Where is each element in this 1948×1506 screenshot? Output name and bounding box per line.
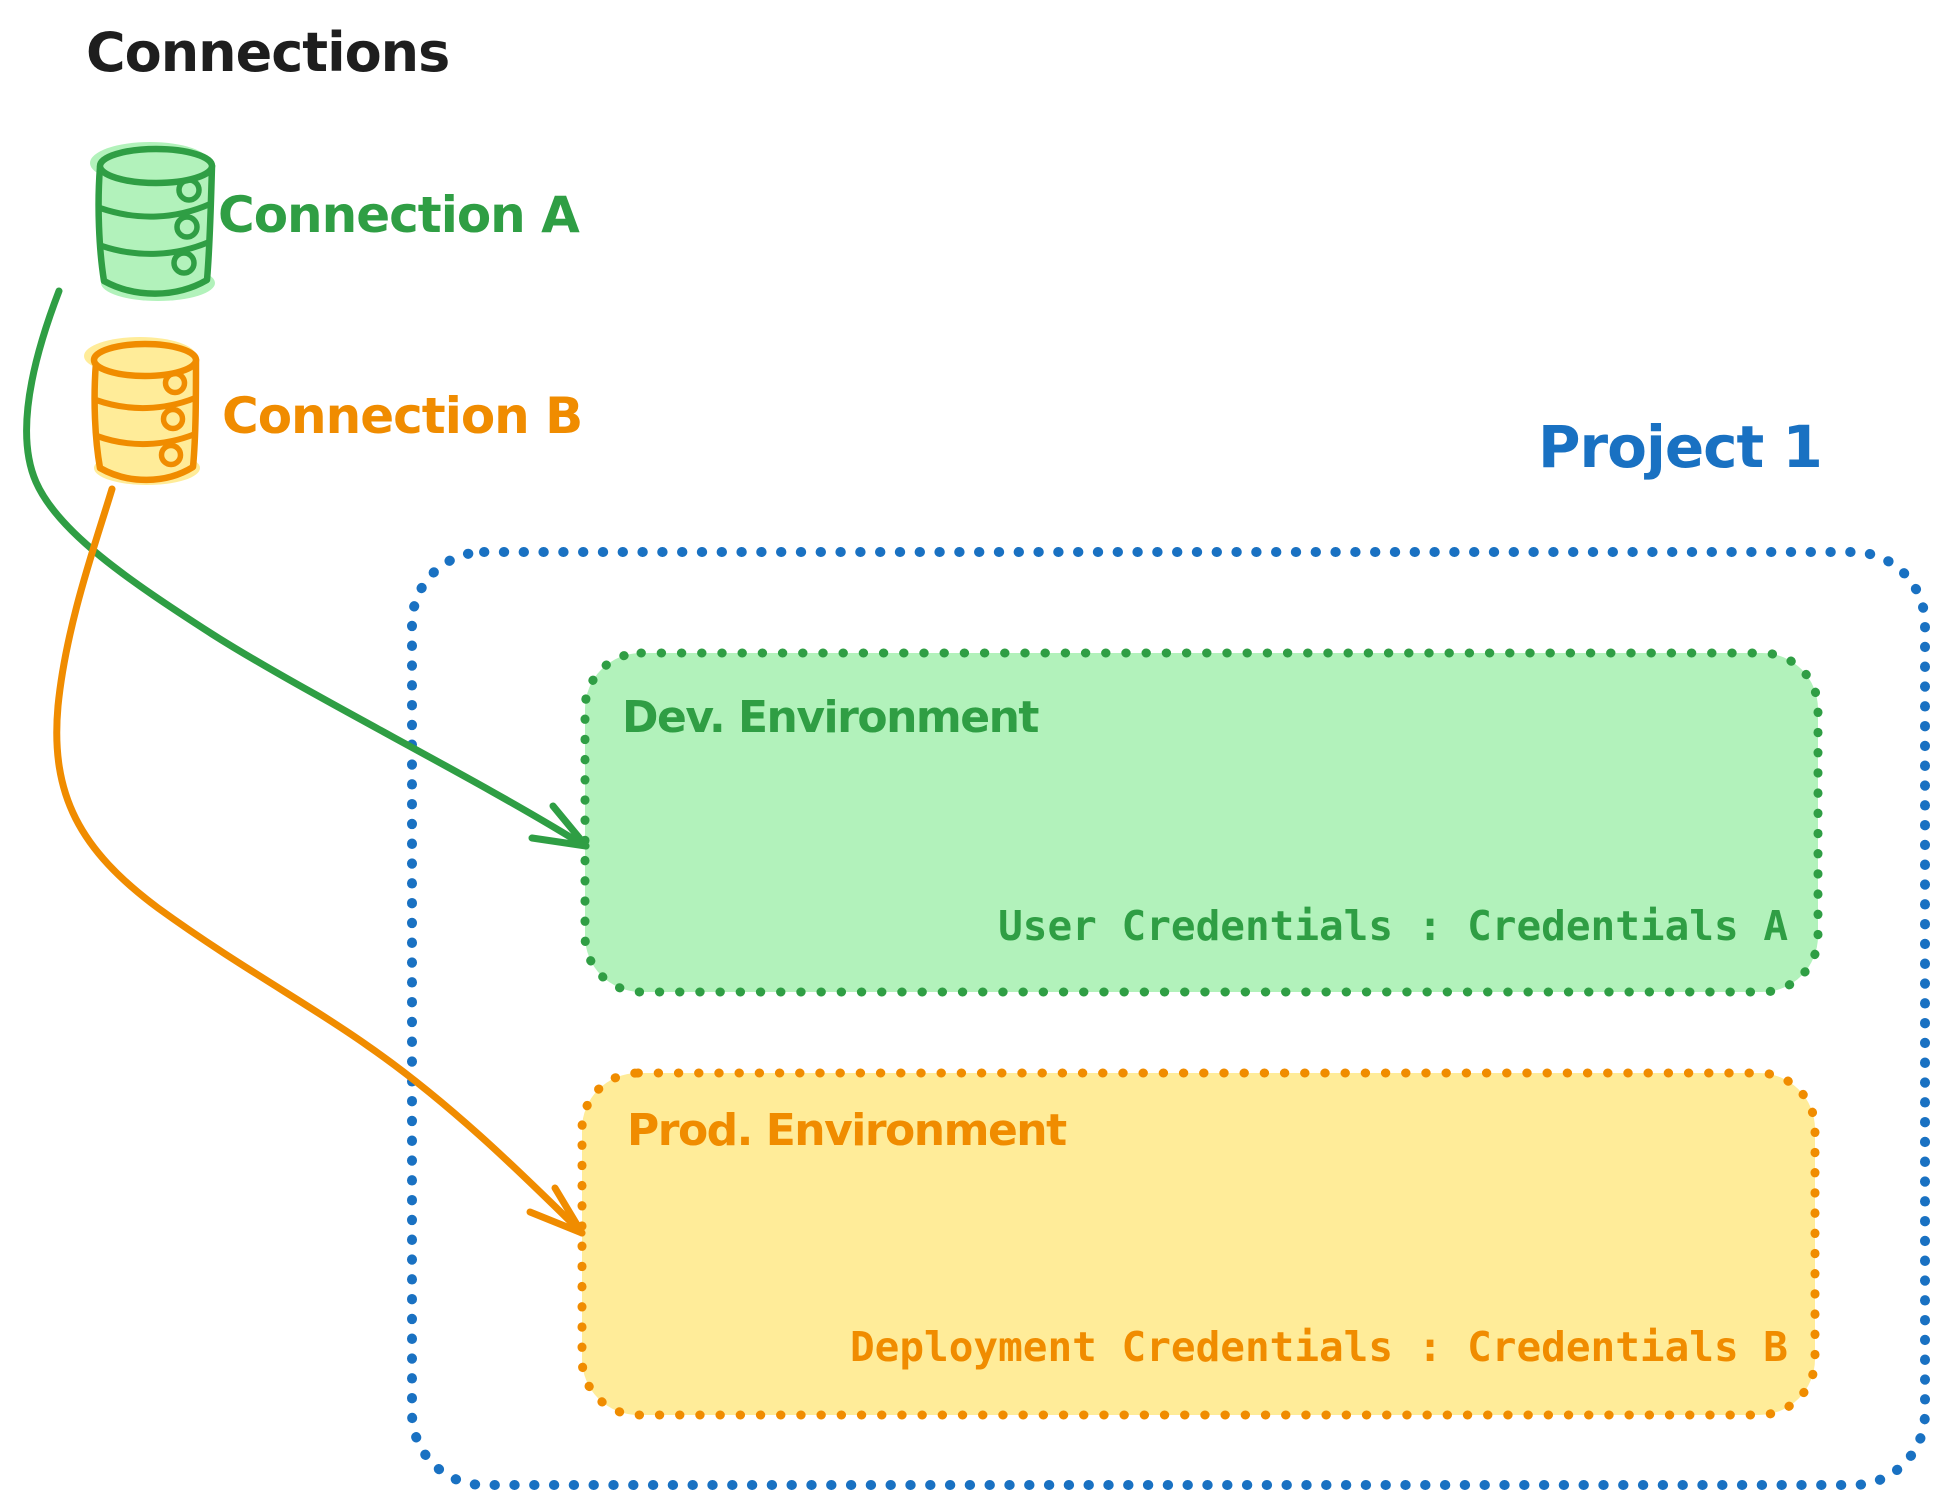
database-icon-connection-b xyxy=(84,337,200,485)
prod-environment-credentials: Deployment Credentials : Credentials B xyxy=(850,1323,1788,1371)
database-icon-connection-a xyxy=(90,142,216,301)
connection-a-label: Connection A xyxy=(218,186,580,244)
dev-environment-box xyxy=(580,648,1823,997)
connection-b-label: Connection B xyxy=(222,387,583,445)
arrowhead xyxy=(549,802,590,850)
prod-environment-title: Prod. Environment xyxy=(627,1105,1067,1156)
arrow-connection-b-to-prod xyxy=(53,485,586,1237)
prod-environment-box xyxy=(577,1068,1820,1420)
arrow-connection-a-to-dev xyxy=(23,287,590,850)
arrowhead xyxy=(526,1208,586,1237)
dev-environment-credentials: User Credentials : Credentials A xyxy=(998,902,1788,950)
arrowhead xyxy=(551,1184,586,1237)
connections-section-title: Connections xyxy=(86,21,450,84)
project-title: Project 1 xyxy=(1538,413,1823,481)
arrowhead xyxy=(528,834,590,850)
dev-environment-title: Dev. Environment xyxy=(622,692,1039,743)
project-container-box xyxy=(407,547,1930,1490)
